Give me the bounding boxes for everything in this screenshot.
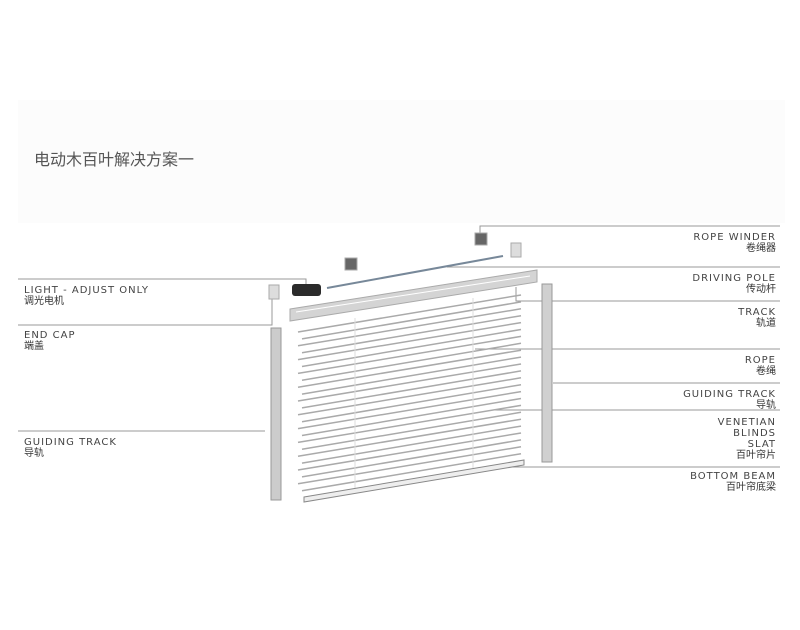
slat xyxy=(297,335,522,375)
bottom-beam xyxy=(303,459,525,503)
slat xyxy=(301,452,522,492)
motor xyxy=(292,284,321,296)
slat xyxy=(297,418,522,457)
slat xyxy=(297,390,522,430)
slat xyxy=(297,446,522,485)
slat xyxy=(301,356,522,395)
right-guiding-track xyxy=(541,283,553,463)
leader-lines xyxy=(18,225,780,468)
slat xyxy=(301,370,522,409)
rope-winder-2 xyxy=(474,232,488,246)
slat xyxy=(297,404,522,444)
slat xyxy=(301,342,522,382)
end-cap-left xyxy=(268,284,280,300)
title-banner xyxy=(18,100,785,223)
slat xyxy=(297,294,522,333)
driving-pole xyxy=(326,255,504,289)
slat xyxy=(301,301,522,340)
left-guiding-track xyxy=(270,327,282,501)
slat xyxy=(301,411,522,451)
track xyxy=(289,269,538,322)
slats xyxy=(297,294,522,492)
slat xyxy=(301,328,522,368)
slat xyxy=(301,383,522,423)
slat xyxy=(297,363,522,402)
page-title: 电动木百叶解决方案一 xyxy=(34,150,195,169)
slat xyxy=(297,432,522,471)
rope-winder-1 xyxy=(344,257,358,271)
slat xyxy=(297,321,522,361)
end-cap-right xyxy=(510,242,522,258)
slat xyxy=(297,377,522,416)
slat xyxy=(301,314,522,354)
slat xyxy=(297,308,522,347)
slat xyxy=(301,425,522,464)
slat xyxy=(297,349,522,388)
slat xyxy=(301,397,522,437)
slat xyxy=(301,439,522,478)
